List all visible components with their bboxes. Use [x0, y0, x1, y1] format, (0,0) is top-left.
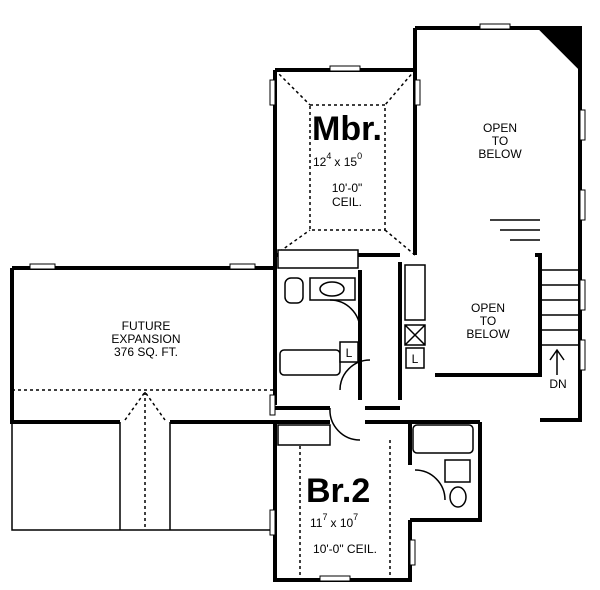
open-upper-3: BELOW	[478, 147, 522, 161]
future-label-1: FUTURE	[122, 319, 171, 333]
room-name-master: Mbr.	[312, 110, 382, 148]
linen-closet-label-1: L	[346, 346, 353, 360]
linen-closet-label-2: L	[412, 352, 419, 366]
fixtures	[277, 219, 580, 508]
roof-lines	[11, 389, 275, 531]
windows	[29, 23, 586, 582]
open-lower-3: BELOW	[466, 327, 510, 341]
open-lower-2: TO	[480, 314, 496, 328]
master-ceiling-lines	[274, 69, 416, 580]
open-upper-1: OPEN	[483, 121, 517, 135]
room-name-bedroom2: Br.2	[306, 472, 370, 510]
future-label-3: 376 SQ. FT.	[114, 345, 178, 359]
master-ceiling-label: CEIL.	[332, 195, 362, 209]
open-lower-1: OPEN	[471, 301, 505, 315]
bedroom2-ceiling: 10'-0" CEIL.	[313, 542, 377, 556]
future-label-2: EXPANSION	[111, 332, 180, 346]
master-ceiling: 10'-0"	[332, 181, 363, 195]
stair-down-label: DN	[549, 377, 566, 391]
open-upper-2: TO	[492, 134, 508, 148]
